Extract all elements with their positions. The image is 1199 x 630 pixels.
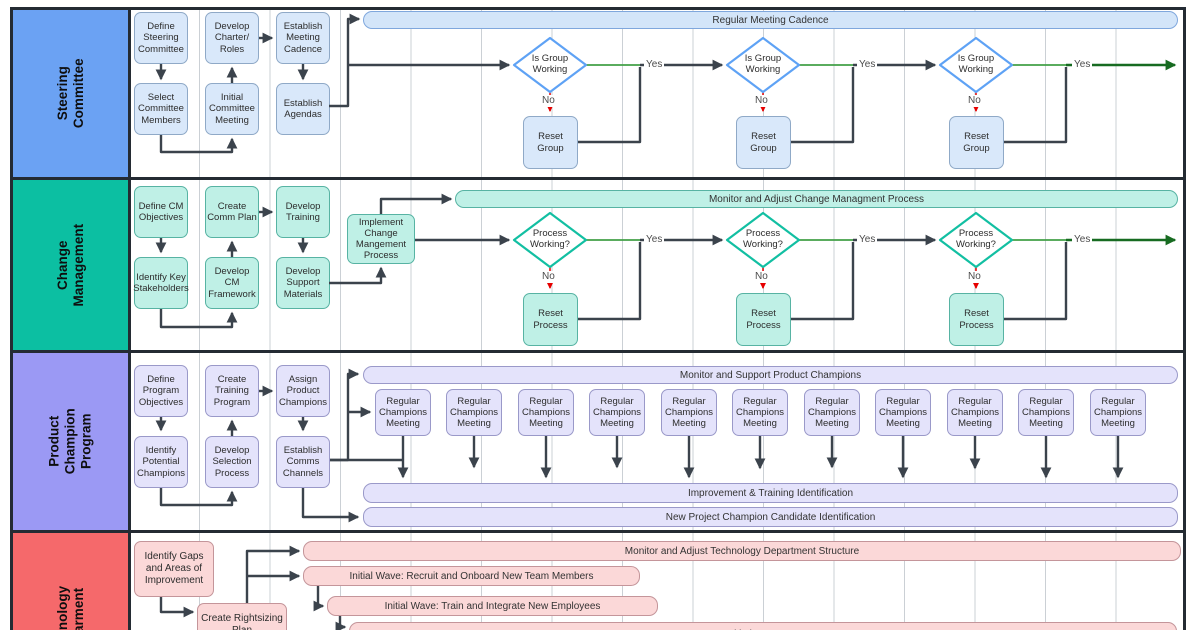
step-assign-product-champions: Assign Product Champions xyxy=(276,365,330,417)
step-create-comm-plan: Create Comm Plan xyxy=(205,186,259,238)
lane-title: Change Management xyxy=(54,223,86,307)
yes-label: Yes xyxy=(857,234,878,246)
step-define-program-objectives: Define Program Objectives xyxy=(134,365,188,417)
lane-separator xyxy=(10,350,1186,353)
bar-initial-wave-train-integrate: Initial Wave: Train and Integrate New Em… xyxy=(327,596,658,616)
header-column-divider xyxy=(128,7,131,630)
bar-monitor-adjust-technology-department: Monitor and Adjust Technology Department… xyxy=(303,541,1181,561)
yes-label: Yes xyxy=(1072,234,1093,246)
step-define-cm-objectives: Define CM Objectives xyxy=(134,186,188,238)
regular-champions-meeting-box: Regular Champions Meeting xyxy=(661,389,717,436)
regular-champions-meeting-box: Regular Champions Meeting xyxy=(446,389,502,436)
step-select-committee-members: Select Committee Members xyxy=(134,83,188,135)
no-label: No xyxy=(753,95,770,107)
decision-label: Is Group Working xyxy=(744,53,782,76)
bar-initial-wave-recruit-onboard: Initial Wave: Recruit and Onboard New Te… xyxy=(303,566,640,586)
reset-process-box: Reset Process xyxy=(523,293,578,346)
bar-new-project-champion-candidate: New Project Champion Candidate Identific… xyxy=(363,507,1178,527)
lane-title: Product Champion Program xyxy=(46,408,94,475)
regular-champions-meeting-box: Regular Champions Meeting xyxy=(732,389,788,436)
lane-header-product-champion-program: Product Champion Program xyxy=(13,353,128,530)
no-label: No xyxy=(753,271,770,283)
reset-process-box: Reset Process xyxy=(736,293,791,346)
lane-title: Steering Committee xyxy=(54,58,86,129)
bar-monitor-adjust-change-management: Monitor and Adjust Change Managment Proc… xyxy=(455,190,1178,208)
reset-group-box: Reset Group xyxy=(949,116,1004,169)
no-label: No xyxy=(540,271,557,283)
decision-label: Process Working? xyxy=(530,228,570,251)
regular-champions-meeting-box: Regular Champions Meeting xyxy=(518,389,574,436)
lane-separator xyxy=(10,530,1186,533)
decision-label: Process Working? xyxy=(956,228,996,251)
decision-label: Is Group Working xyxy=(531,53,569,76)
lane-header-change-management: Change Management xyxy=(13,180,128,350)
decision-label: Is Group Working xyxy=(957,53,995,76)
yes-label: Yes xyxy=(644,234,665,246)
step-develop-training: Develop Training xyxy=(276,186,330,238)
step-develop-charter-roles: Develop Charter/ Roles xyxy=(205,12,259,64)
bar-monitor-support-product-champions: Monitor and Support Product Champions xyxy=(363,366,1178,384)
bar-improvement-training-identification: Improvement & Training Identification xyxy=(363,483,1178,503)
step-establish-comms-channels: Establish Comms Channels xyxy=(276,436,330,488)
no-label: No xyxy=(540,95,557,107)
regular-champions-meeting-box: Regular Champions Meeting xyxy=(1090,389,1146,436)
step-develop-selection-process: Develop Selection Process xyxy=(205,436,259,488)
step-identify-potential-champions: Identify Potential Champions xyxy=(134,436,188,488)
regular-champions-meeting-box: Regular Champions Meeting xyxy=(804,389,860,436)
no-label: No xyxy=(966,95,983,107)
step-develop-support-materials: Develop Support Materials xyxy=(276,257,330,309)
lane-header-technology-department: Technology Deparment xyxy=(13,533,128,630)
reset-group-box: Reset Group xyxy=(736,116,791,169)
decision-label: Process Working? xyxy=(743,228,783,251)
bar-initiative-support: Initiative Support xyxy=(349,622,1177,630)
regular-champions-meeting-box: Regular Champions Meeting xyxy=(589,389,645,436)
regular-champions-meeting-box: Regular Champions Meeting xyxy=(875,389,931,436)
step-implement-change-management-process: Implement Change Mangement Process xyxy=(347,214,415,264)
reset-process-box: Reset Process xyxy=(949,293,1004,346)
step-initial-committee-meeting: Initial Committee Meeting xyxy=(205,83,259,135)
step-define-steering-committee: Define Steering Committee xyxy=(134,12,188,64)
regular-champions-meeting-box: Regular Champions Meeting xyxy=(375,389,431,436)
step-create-rightsizing-plan: Create Rightsizing Plan xyxy=(197,603,287,630)
lane-title: Technology Deparment xyxy=(54,585,86,630)
yes-label: Yes xyxy=(1072,59,1093,71)
yes-label: Yes xyxy=(644,59,665,71)
step-establish-agendas: Establish Agendas xyxy=(276,83,330,135)
regular-champions-meeting-box: Regular Champions Meeting xyxy=(947,389,1003,436)
bar-regular-meeting-cadence: Regular Meeting Cadence xyxy=(363,11,1178,29)
yes-label: Yes xyxy=(857,59,878,71)
step-identify-gaps: Identify Gaps and Areas of Improvement xyxy=(134,541,214,597)
lane-header-steering-committee: Steering Committee xyxy=(13,10,128,177)
reset-group-box: Reset Group xyxy=(523,116,578,169)
step-create-training-program: Create Training Program xyxy=(205,365,259,417)
regular-champions-meeting-box: Regular Champions Meeting xyxy=(1018,389,1074,436)
lane-separator xyxy=(10,177,1186,180)
step-develop-cm-framework: Develop CM Framework xyxy=(205,257,259,309)
step-establish-meeting-cadence: Establish Meeting Cadence xyxy=(276,12,330,64)
step-identify-key-stakeholders: Identify Key Stakeholders xyxy=(133,257,189,309)
no-label: No xyxy=(966,271,983,283)
